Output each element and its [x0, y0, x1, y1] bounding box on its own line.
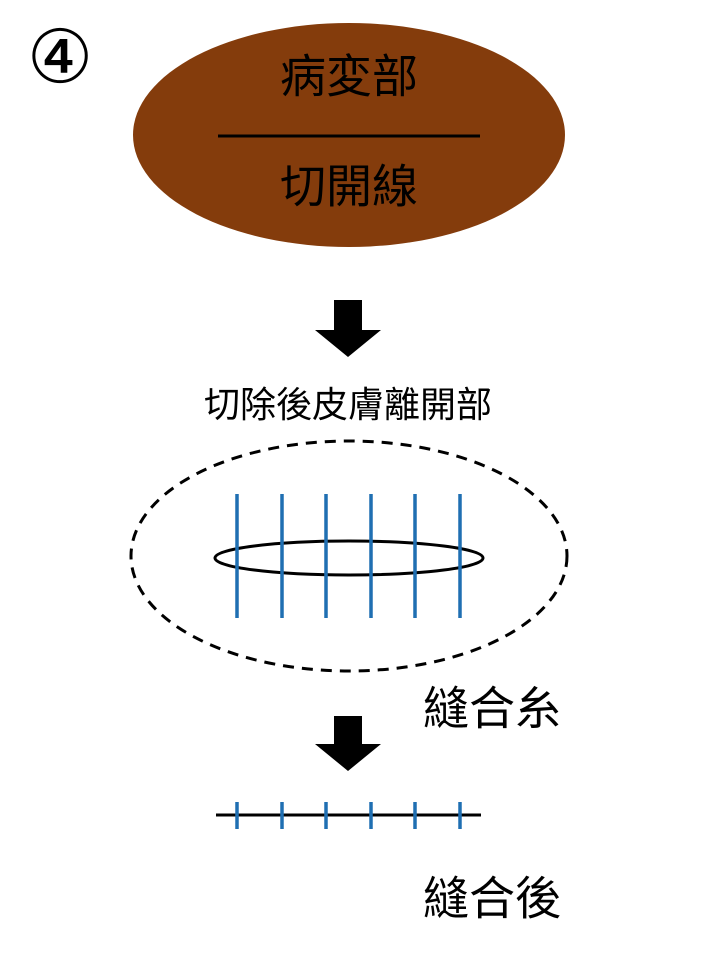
incision-line-label: 切開線 — [280, 160, 418, 214]
wound-dehiscence-area — [129, 439, 569, 673]
lesion-group: 病変部 切開線 — [133, 23, 565, 247]
lesion-label: 病変部 — [280, 50, 418, 104]
down-arrow-icon — [315, 300, 381, 357]
wound-group — [129, 439, 569, 673]
down-arrow-icon — [315, 716, 381, 771]
step-marker: ④ — [27, 15, 93, 101]
suture-label: 縫合糸 — [423, 682, 561, 736]
after-excision-label: 切除後皮膚離開部 — [204, 385, 492, 426]
suture-stitches — [235, 802, 462, 829]
suture-threads — [235, 494, 462, 618]
sutured-line-group — [216, 802, 481, 829]
wound-opening — [213, 539, 485, 577]
after-suture-label: 縫合後 — [423, 872, 561, 926]
